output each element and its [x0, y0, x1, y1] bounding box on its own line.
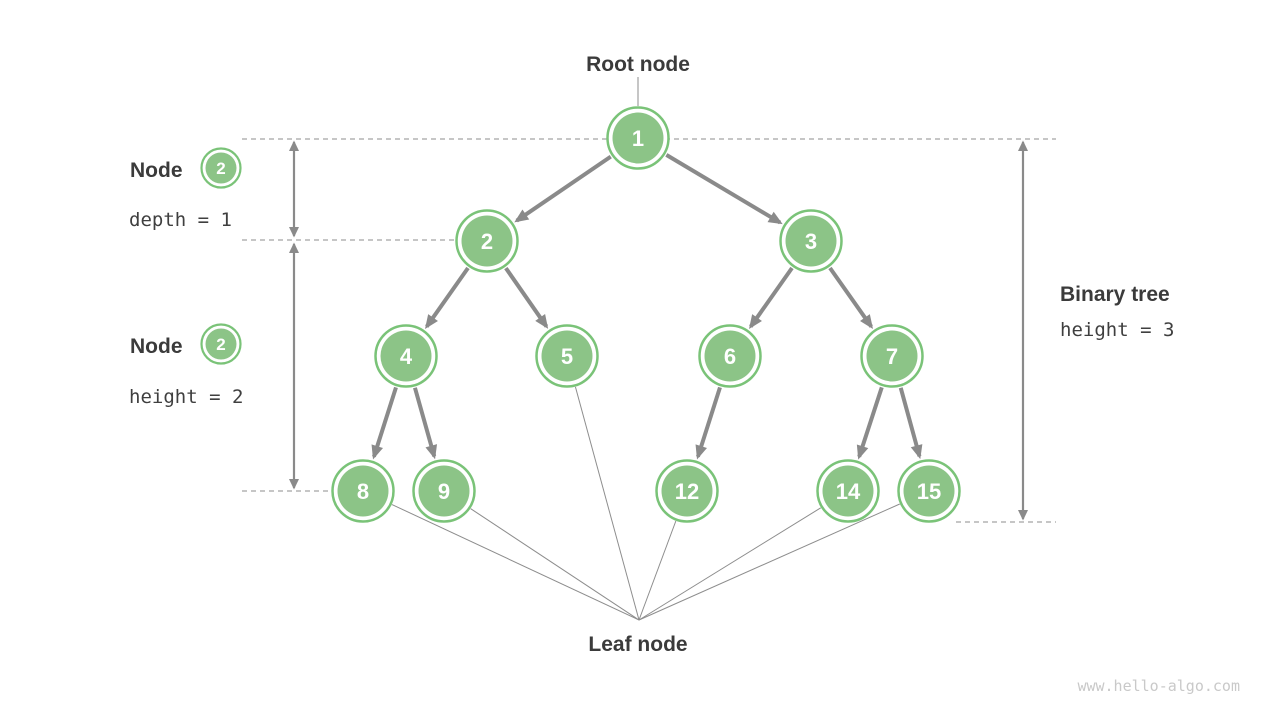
binary-tree-label: Binary tree [1060, 283, 1170, 306]
tree-node-14: 14 [816, 459, 880, 523]
tree-node-circle [704, 330, 756, 382]
tree-edge-arrow [504, 266, 549, 329]
tree-edge-arrow [425, 266, 470, 330]
leaf-connector-line [638, 520, 677, 621]
tree-node-5: 5 [535, 324, 599, 388]
tree-node-value: 12 [675, 479, 699, 504]
tree-node-15: 15 [897, 459, 961, 523]
tree-node-value: 1 [632, 126, 644, 151]
leaf-node-label: Leaf node [588, 633, 687, 656]
leaf-connector-line [391, 504, 640, 621]
legend-depth-node-badge-icon [205, 152, 237, 184]
tree-edge-arrow [695, 386, 722, 460]
tree-node-12: 12 [655, 459, 719, 523]
tree-node-8: 8 [331, 459, 395, 523]
tree-edge-arrow [828, 266, 873, 330]
tree-node-value: 8 [357, 479, 369, 504]
legend-depth-expression: depth = 1 [129, 209, 232, 231]
legend-height-node-badge-icon [205, 328, 237, 360]
tree-node-value: 5 [561, 344, 573, 369]
tree-edge-arrow [898, 387, 923, 460]
tree-node-value: 2 [481, 229, 493, 254]
tree-node-value: 14 [836, 479, 861, 504]
binary-tree-height-expression: height = 3 [1060, 319, 1174, 341]
leaf-connector-line [574, 386, 640, 621]
legend-binary-tree-height: Binary tree height = 3 [1060, 283, 1174, 341]
legend-node-height: Node 2 height = 2 [129, 323, 243, 408]
tree-edges [371, 153, 923, 460]
tree-edge-arrow [749, 266, 794, 330]
tree-node-circle [461, 215, 513, 267]
tree-node-4: 4 [374, 324, 438, 388]
tree-node-circle [541, 330, 593, 382]
tree-edge-arrow [856, 386, 884, 460]
tree-node-circle [866, 330, 918, 382]
legend-height-expression: height = 2 [129, 386, 243, 408]
tree-node-value: 3 [805, 229, 817, 254]
tree-node-circle [903, 465, 955, 517]
tree-node-circle [822, 465, 874, 517]
legend-height-badge-value: 2 [216, 335, 225, 354]
leaf-connector-lines [391, 77, 900, 621]
tree-node-2: 2 [455, 209, 519, 273]
tree-node-value: 9 [438, 479, 450, 504]
tree-node-7: 7 [860, 324, 924, 388]
tree-node-3: 3 [779, 209, 843, 273]
tree-node-value: 4 [400, 344, 413, 369]
leaf-connector-line [638, 503, 900, 621]
tree-edge-arrow [665, 153, 783, 225]
tree-node-6: 6 [698, 324, 762, 388]
tree-edge-arrow [514, 154, 612, 223]
legend-height-node-label: Node [130, 335, 183, 358]
tree-node-value: 7 [886, 344, 898, 369]
tree-node-value: 15 [917, 479, 941, 504]
tree-node-value: 6 [724, 344, 736, 369]
tree-node-circle [380, 330, 432, 382]
tree-node-circle [785, 215, 837, 267]
leaf-connector-line [638, 507, 822, 621]
site-watermark: www.hello-algo.com [1077, 677, 1240, 695]
measure-arrows [289, 140, 1028, 521]
tree-node-circle [337, 465, 389, 517]
tree-edge-arrow [371, 386, 398, 460]
tree-node-1: 1 [606, 106, 670, 170]
tree-node-circle [418, 465, 470, 517]
root-node-label: Root node [586, 53, 690, 76]
tree-edge-arrow [413, 387, 438, 460]
legend-depth-node-label: Node [130, 159, 183, 182]
tree-node-9: 9 [412, 459, 476, 523]
legend-node-depth: Node 2 depth = 1 [129, 147, 242, 231]
tree-node-circle [612, 112, 664, 164]
leaf-connector-line [470, 508, 640, 621]
legend-depth-badge-value: 2 [216, 159, 225, 178]
tree-node-circle [661, 465, 713, 517]
